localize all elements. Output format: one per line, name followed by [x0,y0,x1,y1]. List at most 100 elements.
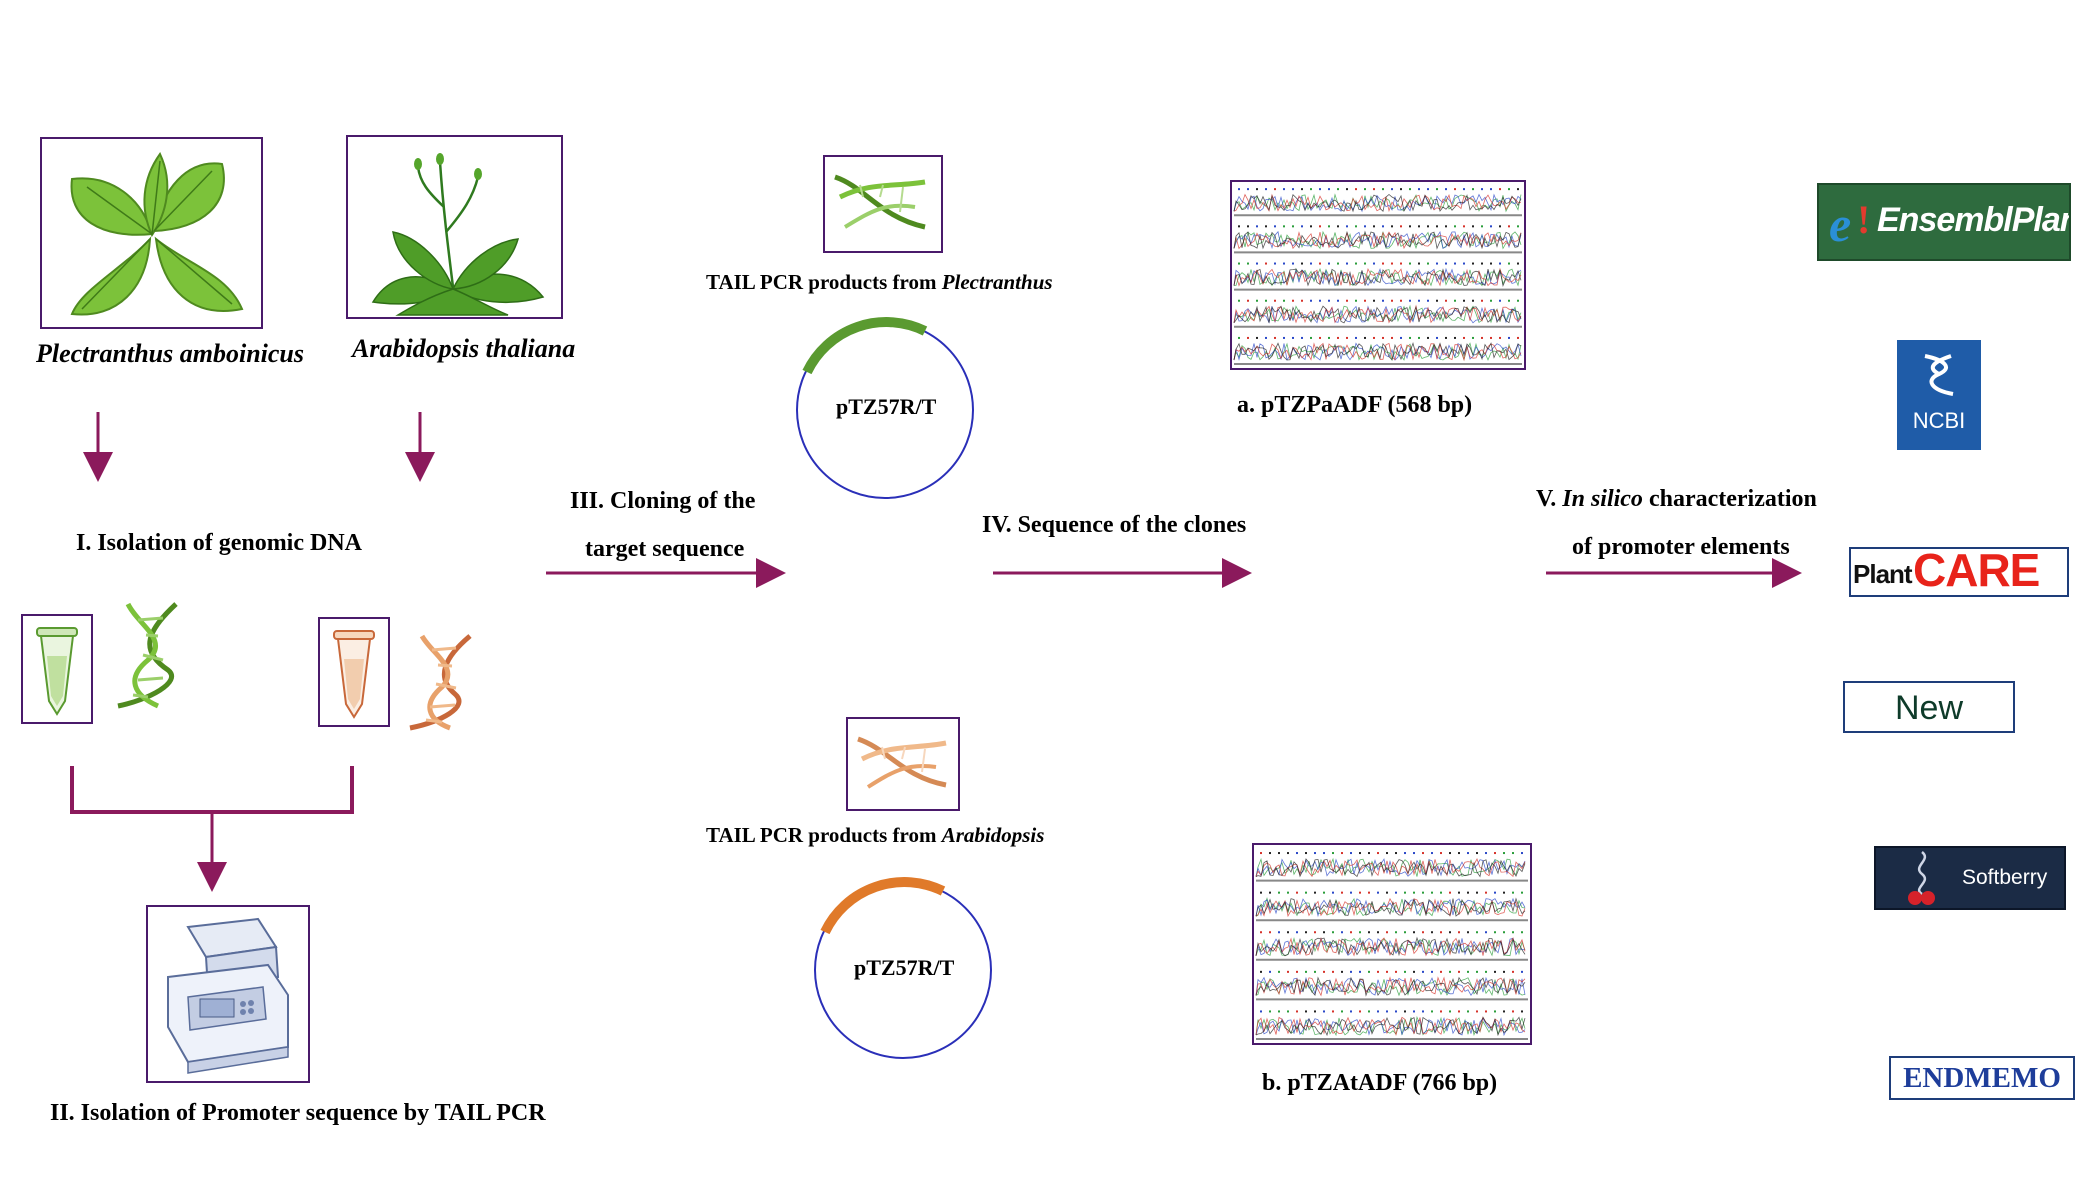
chromatogram-base-call [1341,931,1343,934]
chromatogram-base-call [1449,852,1451,855]
chromatogram-base-call [1278,931,1280,934]
chromatogram-base-call [1422,970,1424,973]
tail-pcr-label-species: Arabidopsis [941,823,1045,847]
chromatogram-base-call [1490,262,1492,265]
chromatogram-base-call [1472,225,1474,228]
chromatogram-base-call [1287,1010,1289,1013]
chromatogram-base-call [1368,891,1370,894]
chromatogram-base-call [1490,225,1492,228]
chromatogram-trace [1233,193,1522,213]
chromatogram-base-call [1404,1010,1406,1013]
chromatogram-base-call [1499,299,1501,302]
chromatogram-trace [1255,897,1526,917]
chromatogram-base-call [1431,852,1433,855]
chromatogram-base-call [1440,1010,1442,1013]
chromatogram-base-call [1481,336,1483,339]
chromatogram-base-call [1265,188,1267,191]
chromatogram-base-call [1391,188,1393,191]
chromatogram-trace [1233,341,1522,361]
chromatogram-base-call [1445,299,1447,302]
chromatogram-base-call [1305,852,1307,855]
chromatogram-base-call [1301,262,1303,265]
chromatogram-base-call [1395,891,1397,894]
chromatogram-base-call [1319,188,1321,191]
chromatogram-base-call [1350,891,1352,894]
chromatogram-base-call [1332,852,1334,855]
chromatogram-base-call [1382,299,1384,302]
chromatogram-base-call [1463,299,1465,302]
chromatogram-base-call [1422,891,1424,894]
chromatogram-base-call [1359,931,1361,934]
step-2-label: II. Isolation of Promoter sequence by TA… [50,1100,546,1126]
chromatogram-base-call [1332,1010,1334,1013]
chromatogram-base-call [1431,931,1433,934]
chromatogram-base-call [1350,931,1352,934]
sequence-label-bottom: b. pTZAtADF (766 bp) [1262,1070,1498,1096]
softberry-logo: Softberry [1874,846,2066,910]
chromatogram-base-call [1337,188,1339,191]
chromatogram-base-call [1346,225,1348,228]
chromatogram-base-call [1476,852,1478,855]
chromatogram-top-image [1230,180,1526,370]
chromatogram-trace [1233,267,1522,287]
chromatogram-base-call [1436,262,1438,265]
chromatogram-base-call [1287,931,1289,934]
chromatogram-base-call [1382,262,1384,265]
chromatogram-base-call [1476,931,1478,934]
svg-text:!: ! [1857,197,1870,242]
chromatogram-base-call [1337,299,1339,302]
step-5-label-line2: of promoter elements [1572,534,1790,560]
chromatogram-base-call [1467,891,1469,894]
chromatogram-trace [1233,230,1522,250]
chromatogram-base-call [1413,1010,1415,1013]
chromatogram-base-call [1391,299,1393,302]
chromatogram-base-call [1400,336,1402,339]
chromatogram-base-call [1247,336,1249,339]
chromatogram-base-call [1260,852,1262,855]
chromatogram-base-call [1305,931,1307,934]
chromatogram-base-call [1427,188,1429,191]
chromatogram-base-call [1431,970,1433,973]
chromatogram-base-call [1472,188,1474,191]
chromatogram-base-call [1409,336,1411,339]
chromatogram-base-call [1256,188,1258,191]
chromatogram-base-call [1373,336,1375,339]
chromatogram-base-call [1314,852,1316,855]
chromatogram-base-call [1319,225,1321,228]
chromatogram-base-call [1386,1010,1388,1013]
chromatogram-base-call [1274,336,1276,339]
chromatogram-base-call [1422,1010,1424,1013]
chromatogram-base-call [1287,970,1289,973]
chromatogram-base-call [1454,299,1456,302]
chromatogram-base-call [1292,225,1294,228]
chromatogram-base-call [1422,931,1424,934]
chromatogram-base-call [1458,1010,1460,1013]
chromatogram-base-call [1274,299,1276,302]
chromatogram-base-call [1247,188,1249,191]
chromatogram-base-call [1517,262,1519,265]
chromatogram-base-call [1350,970,1352,973]
chromatogram-base-call [1238,336,1240,339]
step-1-label: I. Isolation of genomic DNA [76,530,362,556]
chromatogram-base-call [1256,336,1258,339]
chromatogram-base-call [1445,188,1447,191]
chromatogram-base-call [1503,970,1505,973]
chromatogram-base-call [1436,225,1438,228]
ncbi-logo: NCBI [1897,340,1981,450]
chromatogram-base-call [1472,336,1474,339]
chromatogram-base-call [1377,891,1379,894]
chromatogram-base-call [1494,1010,1496,1013]
chromatogram-base-call [1481,299,1483,302]
chromatogram-base-call [1346,336,1348,339]
chromatogram-base-call [1463,188,1465,191]
chromatogram-base-call [1391,225,1393,228]
chromatogram-base-call [1485,1010,1487,1013]
chromatogram-base-call [1440,891,1442,894]
chromatogram-base-call [1256,299,1258,302]
ensembl-plants-text: EnsemblPlants [1877,201,2069,239]
plasmid-vector-bottom [814,877,992,1059]
chromatogram-base-call [1427,336,1429,339]
chromatogram-base-call [1503,891,1505,894]
chromatogram-base-call [1481,262,1483,265]
chromatogram-base-call [1494,970,1496,973]
